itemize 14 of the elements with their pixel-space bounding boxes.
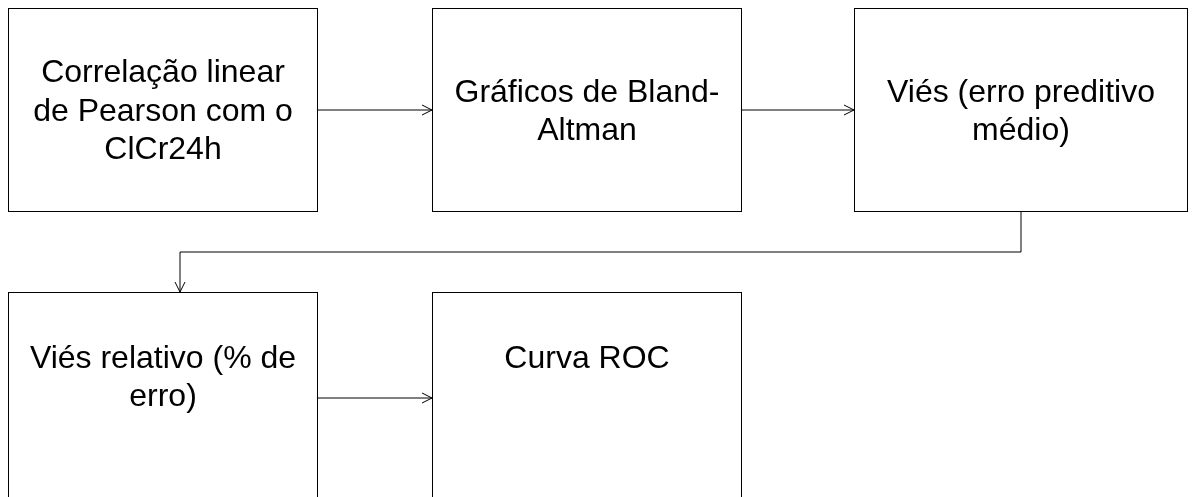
arrow xyxy=(741,104,855,116)
process-box xyxy=(8,292,318,497)
process-box xyxy=(432,292,742,497)
box-label: Gráficos de Bland-Altman xyxy=(453,71,721,149)
arrow xyxy=(317,392,433,404)
process-box xyxy=(432,8,742,212)
box-label: Viés (erro preditivo médio) xyxy=(886,71,1156,149)
process-box xyxy=(8,8,318,212)
arrow xyxy=(174,211,1022,293)
box-label: Correlação linear de Pearson com o ClCr24h xyxy=(32,52,294,168)
arrow xyxy=(317,104,433,116)
box-label: Curva ROC xyxy=(504,338,670,377)
box-label: Viés relativo (% de erro) xyxy=(28,338,298,415)
process-box xyxy=(854,8,1188,212)
